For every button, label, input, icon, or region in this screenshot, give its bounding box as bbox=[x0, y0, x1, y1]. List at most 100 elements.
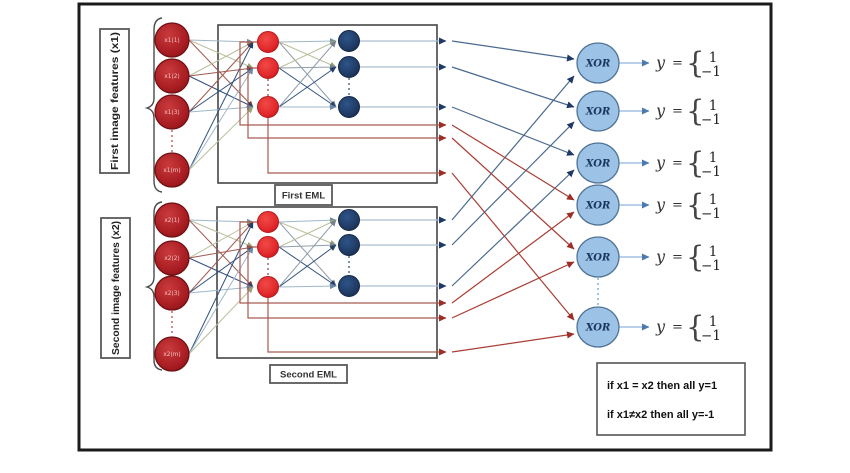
group1-hidden-output-connections bbox=[278, 38, 337, 110]
formula-y: y bbox=[655, 195, 666, 214]
connector-line bbox=[451, 124, 575, 201]
connector-line bbox=[188, 106, 254, 171]
output-node bbox=[338, 56, 360, 78]
connector-line bbox=[278, 242, 337, 249]
formula-y: y bbox=[655, 153, 666, 172]
connector-line bbox=[188, 221, 254, 355]
connector-line bbox=[451, 261, 575, 319]
xor-label: XOR bbox=[585, 59, 611, 70]
formula-5: y = { 1 −1 bbox=[619, 240, 721, 274]
connector-line bbox=[267, 297, 447, 356]
xor-node-1 bbox=[576, 42, 620, 84]
hidden-node bbox=[257, 57, 279, 79]
connector-line bbox=[451, 75, 575, 221]
group1-input-hidden-connections bbox=[188, 38, 254, 171]
hidden-node bbox=[257, 236, 279, 258]
connector-line bbox=[278, 66, 337, 108]
output-node bbox=[338, 209, 360, 231]
formula-brace: { bbox=[686, 310, 704, 344]
connector-line bbox=[451, 121, 575, 246]
output-node bbox=[338, 275, 360, 297]
xor-input-lines bbox=[451, 40, 575, 353]
group2-label: Second image features (x2) bbox=[111, 221, 122, 355]
formula-brace: { bbox=[686, 240, 704, 274]
connector-line bbox=[247, 67, 447, 142]
group2-input-hidden-connections bbox=[188, 218, 254, 355]
connector-line bbox=[188, 67, 254, 113]
input-node-x1-2 bbox=[154, 58, 190, 94]
formula-eq: = bbox=[672, 104, 683, 119]
formula-1: y = { 1 −1 bbox=[619, 46, 721, 80]
input-node-label: x2(3) bbox=[164, 291, 179, 297]
output-node bbox=[338, 30, 360, 52]
formula-brace: { bbox=[686, 46, 704, 80]
connector-line bbox=[278, 217, 337, 224]
formula-bottom: −1 bbox=[701, 258, 721, 274]
connector-line bbox=[188, 39, 254, 108]
xor-label: XOR bbox=[585, 323, 611, 334]
group2-label-box bbox=[100, 217, 131, 359]
hidden-node bbox=[257, 211, 279, 233]
formula-eq: = bbox=[672, 250, 683, 265]
formula-y: y bbox=[655, 247, 666, 266]
formula-top: 1 bbox=[709, 244, 718, 260]
xor-node-5 bbox=[576, 236, 620, 278]
connector-line bbox=[188, 104, 254, 113]
connector-line bbox=[188, 219, 254, 288]
formula-top: 1 bbox=[709, 50, 718, 66]
xor-node-6 bbox=[576, 306, 620, 348]
connector-line bbox=[188, 221, 254, 259]
formula-top: 1 bbox=[709, 192, 718, 208]
connector-line bbox=[188, 65, 254, 77]
connector-line bbox=[188, 245, 254, 259]
connector-line bbox=[239, 41, 447, 129]
xor-gates: XOR XOR XOR XOR XOR XOR bbox=[576, 42, 620, 348]
input-node-x2-3 bbox=[154, 275, 190, 311]
connector-line bbox=[278, 244, 337, 288]
connector-line bbox=[188, 246, 254, 355]
group1-input-nodes: x1(1) x1(2) x1(3) x1(m) bbox=[154, 22, 190, 188]
input-node-label: x1(m) bbox=[163, 168, 180, 174]
output-formulas: y = { 1 −1 y = { 1 −1 y = { 1 −1 y = { 1 bbox=[619, 46, 721, 344]
eml-blue-output-lines bbox=[359, 37, 447, 290]
connector-line bbox=[188, 284, 254, 294]
input-node-x2-m bbox=[154, 336, 190, 372]
connector-line bbox=[188, 67, 254, 171]
xor-label: XOR bbox=[585, 253, 611, 264]
formula-bottom: −1 bbox=[701, 328, 721, 344]
connector-line bbox=[188, 41, 254, 171]
xor-label: XOR bbox=[585, 159, 611, 170]
first-eml-caption: First EML bbox=[282, 191, 325, 202]
input-node-label: x1(2) bbox=[164, 74, 179, 80]
formula-bottom: −1 bbox=[701, 112, 721, 128]
hidden-nodes bbox=[257, 31, 279, 298]
connector-line bbox=[188, 41, 254, 113]
input-node-label: x2(m) bbox=[163, 352, 180, 358]
group1-brace bbox=[144, 17, 163, 193]
connector-line bbox=[188, 246, 254, 294]
xor-node-2 bbox=[576, 90, 620, 132]
second-eml-box bbox=[216, 206, 438, 359]
connector-line bbox=[188, 286, 254, 355]
connector-line bbox=[239, 221, 447, 307]
formula-top: 1 bbox=[709, 314, 718, 330]
input-node-x1-1 bbox=[154, 22, 190, 58]
connector-line bbox=[278, 40, 337, 69]
formula-brace: { bbox=[686, 188, 704, 222]
connector-line bbox=[278, 40, 337, 108]
input-node-x2-2 bbox=[154, 240, 190, 276]
formula-top: 1 bbox=[709, 150, 718, 166]
eml-output-nodes bbox=[338, 30, 360, 297]
group1-label-box bbox=[99, 28, 130, 174]
formula-y: y bbox=[655, 53, 666, 72]
connector-line bbox=[188, 257, 254, 288]
input-node-x1-m bbox=[154, 152, 190, 188]
formula-y: y bbox=[655, 317, 666, 336]
hidden-node bbox=[257, 31, 279, 53]
formula-3: y = { 1 −1 bbox=[619, 146, 721, 180]
output-node bbox=[338, 234, 360, 256]
connector-line bbox=[247, 246, 447, 322]
connector-line bbox=[188, 221, 254, 294]
formula-top: 1 bbox=[709, 98, 718, 114]
